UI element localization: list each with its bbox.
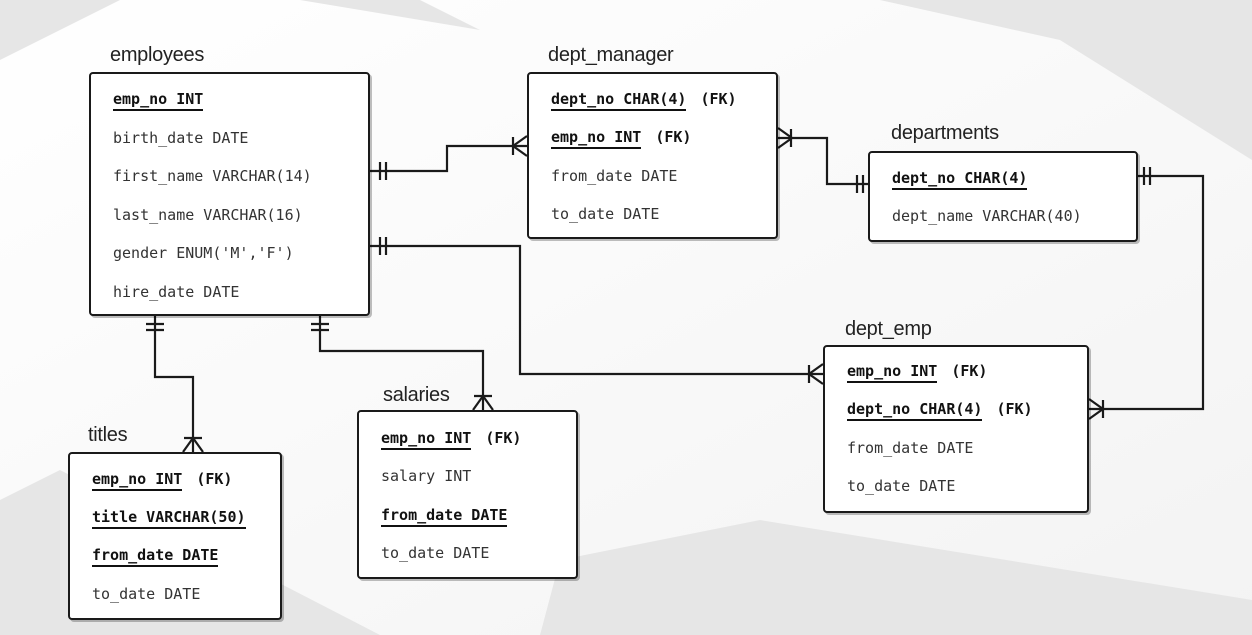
edge-departments-dept-manager <box>778 136 868 186</box>
dept-emp-column: dept_no CHAR(4)(FK) <box>847 400 1033 421</box>
titles-column: emp_no INT(FK) <box>92 470 232 491</box>
one-only-marker <box>855 175 865 193</box>
titles-column: title VARCHAR(50) <box>92 508 246 529</box>
dept-emp-table-title: dept_emp <box>845 318 932 340</box>
employees-table[interactable]: emp_no INT birth_date DATE first_name VA… <box>89 72 370 316</box>
dept-emp-column: from_date DATE <box>847 439 974 457</box>
many-marker <box>777 127 794 149</box>
dept-emp-column: to_date DATE <box>847 477 956 495</box>
edge-employees-dept-emp <box>370 244 823 376</box>
employees-column: emp_no INT <box>113 90 204 111</box>
dept-manager-column: emp_no INT(FK) <box>551 128 691 149</box>
employees-table-title: employees <box>110 44 205 66</box>
salaries-table[interactable]: emp_no INT(FK) salary INT from_date DATE… <box>357 410 578 579</box>
many-marker <box>807 363 824 385</box>
departments-table-title: departments <box>891 122 999 144</box>
employees-column: first_name VARCHAR(14) <box>113 167 312 185</box>
one-only-marker <box>1142 167 1152 185</box>
employees-column: birth_date DATE <box>113 129 249 147</box>
dept-manager-column: from_date DATE <box>551 167 678 185</box>
dept-emp-table[interactable]: emp_no INT(FK) dept_no CHAR(4)(FK) from_… <box>823 345 1089 513</box>
edge-employees-titles <box>153 316 195 452</box>
departments-table[interactable]: dept_no CHAR(4) dept_name VARCHAR(40) <box>868 151 1138 242</box>
dept-manager-column: dept_no CHAR(4)(FK) <box>551 90 737 111</box>
titles-table[interactable]: emp_no INT(FK) title VARCHAR(50) from_da… <box>68 452 282 620</box>
titles-column: from_date DATE <box>92 546 219 567</box>
many-marker <box>511 135 528 157</box>
many-marker <box>1088 398 1105 420</box>
dept-manager-table-title: dept_manager <box>548 44 674 66</box>
one-only-marker <box>378 237 388 255</box>
employees-column: last_name VARCHAR(16) <box>113 206 303 224</box>
many-marker <box>472 394 494 411</box>
salaries-column: to_date DATE <box>381 544 490 562</box>
dept-manager-column: to_date DATE <box>551 205 660 223</box>
edge-employees-salaries <box>318 316 485 410</box>
employees-column: gender ENUM('M','F') <box>113 244 294 262</box>
edge-departments-dept-emp <box>1089 174 1205 411</box>
dept-manager-table[interactable]: dept_no CHAR(4)(FK) emp_no INT(FK) from_… <box>527 72 778 239</box>
many-marker <box>182 436 204 453</box>
salaries-column: from_date DATE <box>381 506 508 527</box>
one-only-marker <box>146 322 164 332</box>
salaries-column: salary INT <box>381 467 472 485</box>
salaries-table-title: salaries <box>383 384 450 406</box>
edge-employees-dept-manager <box>370 144 527 173</box>
salaries-column: emp_no INT(FK) <box>381 429 521 450</box>
departments-column: dept_name VARCHAR(40) <box>892 207 1082 225</box>
one-only-marker <box>378 162 388 180</box>
employees-column: hire_date DATE <box>113 283 240 301</box>
dept-emp-column: emp_no INT(FK) <box>847 362 987 383</box>
titles-column: to_date DATE <box>92 585 201 603</box>
departments-column: dept_no CHAR(4) <box>892 169 1028 190</box>
titles-table-title: titles <box>88 424 128 446</box>
one-only-marker <box>311 322 329 332</box>
